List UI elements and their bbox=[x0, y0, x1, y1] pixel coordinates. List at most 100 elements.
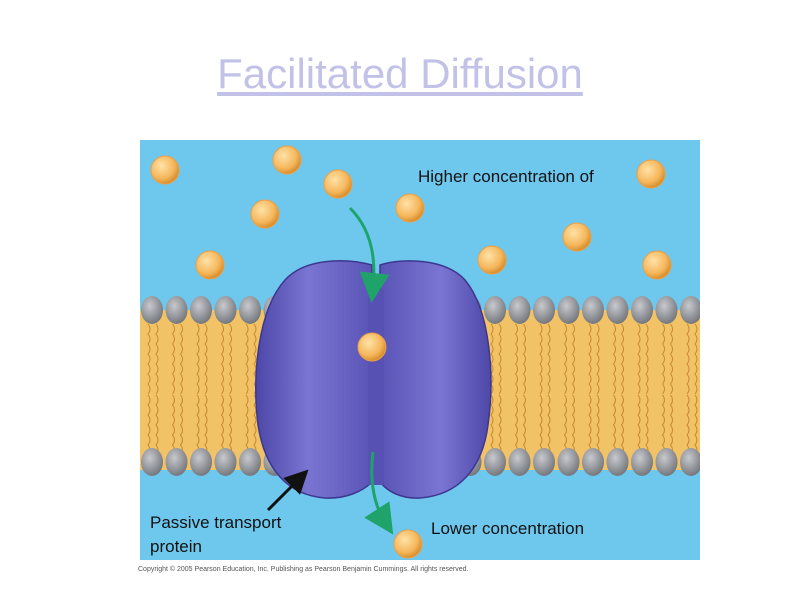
lipid-tail bbox=[514, 323, 518, 395]
lipid-tail bbox=[612, 394, 616, 456]
lipid-tail bbox=[661, 323, 665, 395]
phospholipid-head bbox=[239, 296, 261, 324]
arrow-into-channel bbox=[348, 206, 390, 303]
lipid-tail bbox=[637, 394, 641, 456]
lipid-tail bbox=[204, 394, 208, 456]
solute-molecule bbox=[636, 159, 666, 189]
lipid-tail bbox=[228, 394, 232, 456]
phospholipid-head bbox=[606, 296, 629, 324]
lipid-tail bbox=[522, 394, 526, 456]
lipid-tail bbox=[147, 394, 151, 456]
phospholipid-head bbox=[165, 296, 188, 324]
lipid-tail bbox=[147, 323, 151, 395]
lipid-tail bbox=[588, 323, 592, 395]
lipid-tail bbox=[694, 394, 698, 456]
phospholipid-head bbox=[484, 296, 506, 324]
lipid-tail bbox=[620, 323, 624, 395]
lipid-tail bbox=[220, 323, 224, 395]
lipid-tail bbox=[245, 323, 249, 395]
lipid-tail bbox=[155, 394, 159, 456]
solute-molecule bbox=[562, 222, 592, 252]
solute-molecules bbox=[150, 145, 672, 559]
protein-label-line2: protein bbox=[150, 537, 202, 556]
lower-concentration-label: Lower concentration bbox=[431, 519, 584, 538]
phospholipid-head bbox=[239, 448, 261, 476]
solute-molecule bbox=[272, 145, 302, 175]
phospholipid-head bbox=[631, 448, 653, 476]
lipid-tail bbox=[571, 394, 575, 456]
phospholipid-head bbox=[190, 448, 212, 476]
lipid-tail bbox=[179, 323, 183, 395]
membrane-diagram: Higher concentration of Lower concentrat… bbox=[140, 140, 700, 560]
phospholipid-head bbox=[141, 448, 163, 476]
lipid-tail bbox=[220, 394, 224, 456]
phospholipid-head bbox=[582, 448, 604, 476]
solute-molecule bbox=[395, 193, 425, 223]
lipid-tail bbox=[686, 394, 690, 456]
lipid-tail bbox=[522, 323, 526, 395]
copyright-notice: Copyright © 2005 Pearson Education, Inc.… bbox=[138, 566, 469, 573]
lipid-tail bbox=[661, 394, 665, 456]
lipid-tail bbox=[620, 394, 624, 456]
phospholipid-head bbox=[141, 296, 163, 324]
lipid-tail bbox=[245, 394, 249, 456]
lipid-tail bbox=[588, 394, 592, 456]
lipid-tail bbox=[637, 323, 641, 395]
lipid-tail bbox=[228, 323, 232, 395]
lipid-tail bbox=[645, 394, 649, 456]
phospholipid-head bbox=[655, 296, 678, 324]
lipid-tail bbox=[669, 323, 673, 395]
lipid-tail bbox=[155, 323, 159, 395]
solute-molecule bbox=[150, 155, 180, 185]
lipid-tail bbox=[498, 394, 502, 456]
phospholipid-head bbox=[165, 448, 188, 476]
lipid-tail bbox=[171, 323, 175, 395]
lipid-tail bbox=[196, 394, 200, 456]
phospholipid-head bbox=[214, 296, 237, 324]
lipid-tail bbox=[547, 394, 551, 456]
lipid-tail bbox=[171, 394, 175, 456]
phospholipid-head bbox=[606, 448, 629, 476]
lipid-tail bbox=[596, 323, 600, 395]
lipid-tail bbox=[563, 323, 567, 395]
lipid-tail bbox=[669, 394, 673, 456]
solute-molecule bbox=[250, 199, 280, 229]
lipid-tail bbox=[490, 394, 494, 456]
lipid-tail bbox=[253, 323, 257, 395]
lipid-tail bbox=[498, 323, 502, 395]
protein-label-line1: Passive transport bbox=[150, 513, 282, 532]
lipid-tail bbox=[596, 394, 600, 456]
lipid-tail bbox=[204, 323, 208, 395]
phospholipid-head bbox=[557, 296, 580, 324]
protein-pointer-arrow bbox=[266, 469, 309, 512]
lipid-tail bbox=[563, 394, 567, 456]
solute-molecule bbox=[357, 332, 387, 362]
solute-molecule bbox=[323, 169, 353, 199]
phospholipid-head bbox=[557, 448, 580, 476]
lipid-tail bbox=[645, 323, 649, 395]
lipid-tail bbox=[686, 323, 690, 395]
lipid-tail bbox=[694, 323, 698, 395]
lipid-tail bbox=[539, 323, 543, 395]
lipid-tail bbox=[179, 394, 183, 456]
solute-molecule bbox=[393, 529, 423, 559]
lipid-tail bbox=[612, 323, 616, 395]
phospholipid-head bbox=[484, 448, 506, 476]
phospholipid-head bbox=[680, 296, 700, 324]
solute-molecule bbox=[195, 250, 225, 280]
phospholipid-head bbox=[508, 448, 531, 476]
phospholipid-head bbox=[631, 296, 653, 324]
transport-protein bbox=[255, 260, 492, 499]
phospholipid-head bbox=[214, 448, 237, 476]
solute-molecule bbox=[477, 245, 507, 275]
lipid-tail bbox=[514, 394, 518, 456]
phospholipid-head bbox=[508, 296, 531, 324]
lipid-tail bbox=[547, 323, 551, 395]
solute-molecule bbox=[642, 250, 672, 280]
lipid-tail bbox=[539, 394, 543, 456]
phospholipid-head bbox=[582, 296, 604, 324]
phospholipid-head bbox=[655, 448, 678, 476]
lipid-tail bbox=[571, 323, 575, 395]
lipid-tail bbox=[253, 394, 257, 456]
phospholipid-head bbox=[190, 296, 212, 324]
